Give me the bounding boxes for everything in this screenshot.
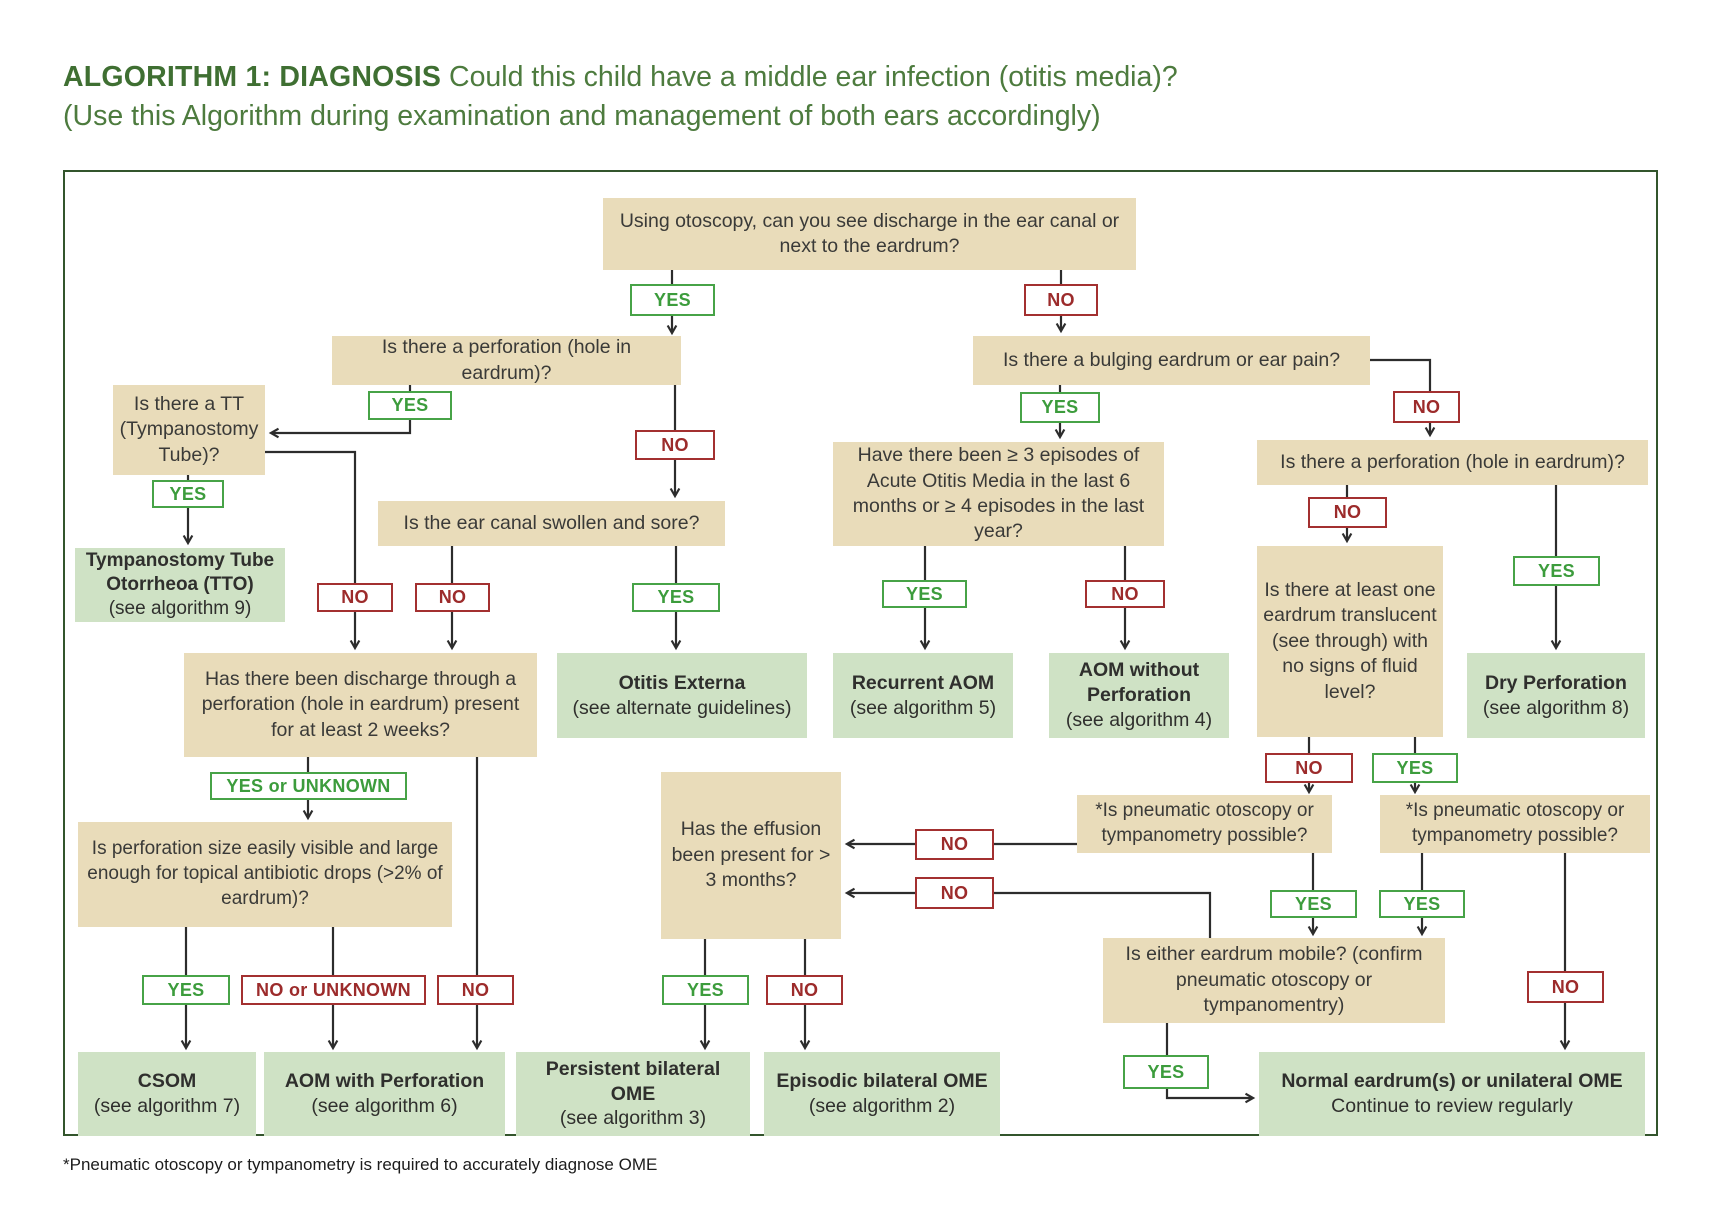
- label-no-translucent: NO: [1265, 753, 1353, 783]
- label-yes-perforation-right: YES: [1513, 556, 1600, 586]
- outcome-tto: Tympanostomy Tube Otorrheoa (TTO) (see a…: [75, 548, 285, 622]
- outcome-tto-sub: (see algorithm 9): [108, 598, 252, 620]
- label-no-perforation-right: NO: [1308, 497, 1387, 528]
- outcome-otitis-externa: Otitis Externa (see alternate guidelines…: [557, 653, 807, 738]
- label-no-eardrum-mobile: NO: [915, 877, 994, 909]
- outcome-normal-eardrum-sub: Continue to review regularly: [1331, 1095, 1573, 1117]
- label-yes-ear-canal-swollen: YES: [632, 583, 720, 612]
- outcome-otitis-externa-sub: (see alternate guidelines): [572, 696, 792, 719]
- label-yes-bulging: YES: [1020, 392, 1100, 423]
- label-no-discharge-two-weeks: NO: [437, 975, 514, 1005]
- outcome-dry-perforation: Dry Perforation (see algorithm 8): [1467, 653, 1645, 738]
- question-perforation-size: Is perforation size easily visible and l…: [78, 822, 452, 927]
- outcome-aom-with-perforation-sub: (see algorithm 6): [311, 1095, 458, 1117]
- outcome-csom-title: CSOM: [137, 1070, 197, 1093]
- label-no-bulging: NO: [1393, 391, 1460, 423]
- question-pneumatic-possible-left: *Is pneumatic otoscopy or tympanometry p…: [1077, 795, 1332, 853]
- outcome-episodic-bilateral-ome: Episodic bilateral OME (see algorithm 2): [764, 1052, 1000, 1136]
- outcome-aom-without-perforation-title: AOM without Perforation: [1078, 659, 1200, 707]
- page-title: ALGORITHM 1: DIAGNOSIS Could this child …: [63, 58, 1623, 137]
- question-tympanostomy-tube: Is there a TT (Tympanostomy Tube)?: [113, 385, 265, 475]
- question-ear-canal-swollen: Is the ear canal swollen and sore?: [378, 501, 725, 546]
- question-aom-episodes: Have there been ≥ 3 episodes of Acute Ot…: [833, 442, 1164, 546]
- label-no-otoscopy: NO: [1024, 284, 1098, 316]
- label-no-effusion: NO: [766, 975, 843, 1005]
- label-no-pneumatic-right: NO: [1527, 971, 1604, 1003]
- outcome-persistent-bilateral-ome-sub: (see algorithm 3): [559, 1107, 707, 1130]
- question-eardrum-mobile: Is either eardrum mobile? (confirm pneum…: [1103, 938, 1445, 1023]
- label-yes-perforation-left: YES: [368, 391, 452, 420]
- outcome-normal-eardrum-title: Normal eardrum(s) or unilateral OME: [1281, 1070, 1623, 1093]
- label-yes-effusion: YES: [662, 975, 749, 1005]
- label-no-or-unknown-perforation-size: NO or UNKNOWN: [241, 975, 426, 1005]
- outcome-aom-with-perforation-title: AOM with Perforation: [284, 1070, 485, 1093]
- label-no-tympanostomy-tube: NO: [317, 583, 393, 612]
- title-rest: Could this child have a middle ear infec…: [441, 61, 1178, 93]
- title-line-2: (Use this Algorithm during examination a…: [63, 100, 1101, 133]
- label-yes-aom-episodes: YES: [882, 580, 967, 608]
- outcome-otitis-externa-title: Otitis Externa: [618, 671, 746, 694]
- question-eardrum-translucent: Is there at least one eardrum translucen…: [1257, 546, 1443, 737]
- question-effusion-three-months: Has the effusion been present for > 3 mo…: [661, 772, 841, 939]
- label-no-pneumatic-left: NO: [915, 829, 994, 860]
- outcome-dry-perforation-title: Dry Perforation: [1485, 671, 1627, 694]
- label-yes-pneumatic-left: YES: [1270, 890, 1357, 918]
- outcome-persistent-bilateral-ome: Persistent bilateral OME (see algorithm …: [516, 1052, 750, 1136]
- question-perforation-right: Is there a perforation (hole in eardrum)…: [1257, 440, 1648, 485]
- outcome-recurrent-aom-title: Recurrent AOM: [851, 671, 995, 694]
- outcome-episodic-bilateral-ome-sub: (see algorithm 2): [808, 1095, 956, 1117]
- outcome-normal-eardrum: Normal eardrum(s) or unilateral OME Cont…: [1259, 1052, 1645, 1136]
- question-pneumatic-possible-right: *Is pneumatic otoscopy or tympanometry p…: [1380, 795, 1650, 853]
- outcome-episodic-bilateral-ome-title: Episodic bilateral OME: [776, 1070, 988, 1093]
- label-yes-pneumatic-right: YES: [1379, 890, 1465, 918]
- outcome-recurrent-aom: Recurrent AOM (see algorithm 5): [833, 653, 1013, 738]
- label-no-aom-episodes: NO: [1085, 580, 1165, 608]
- outcome-tto-title: Tympanostomy Tube Otorrheoa (TTO): [85, 549, 275, 595]
- label-yes-otoscopy: YES: [630, 284, 715, 316]
- outcome-csom: CSOM (see algorithm 7): [78, 1052, 256, 1136]
- title-bold: ALGORITHM 1: DIAGNOSIS: [63, 61, 442, 93]
- outcome-persistent-bilateral-ome-title: Persistent bilateral OME: [545, 1057, 721, 1105]
- question-discharge-two-weeks: Has there been discharge through a perfo…: [184, 653, 537, 757]
- outcome-recurrent-aom-sub: (see algorithm 5): [849, 696, 997, 719]
- label-yes-tympanostomy-tube: YES: [152, 480, 224, 508]
- label-yes-eardrum-mobile: YES: [1123, 1055, 1209, 1089]
- footnote: *Pneumatic otoscopy or tympanometry is r…: [63, 1155, 658, 1174]
- outcome-aom-without-perforation: AOM without Perforation (see algorithm 4…: [1049, 653, 1229, 738]
- question-bulging-eardrum: Is there a bulging eardrum or ear pain?: [973, 336, 1370, 385]
- label-yes-or-unknown-discharge: YES or UNKNOWN: [210, 772, 407, 800]
- outcome-aom-with-perforation: AOM with Perforation (see algorithm 6): [264, 1052, 505, 1136]
- label-no-ear-canal-swollen: NO: [415, 583, 490, 612]
- label-yes-perforation-size: YES: [142, 975, 230, 1005]
- outcome-dry-perforation-sub: (see algorithm 8): [1482, 696, 1630, 719]
- outcome-aom-without-perforation-sub: (see algorithm 4): [1065, 708, 1213, 731]
- label-no-perforation-left: NO: [635, 430, 715, 460]
- title-line-1: ALGORITHM 1: DIAGNOSIS Could this child …: [63, 58, 1623, 97]
- question-perforation-left: Is there a perforation (hole in eardrum)…: [332, 336, 681, 385]
- question-otoscopy-discharge: Using otoscopy, can you see discharge in…: [603, 198, 1136, 270]
- outcome-csom-sub: (see algorithm 7): [93, 1095, 241, 1117]
- label-yes-translucent: YES: [1372, 753, 1458, 783]
